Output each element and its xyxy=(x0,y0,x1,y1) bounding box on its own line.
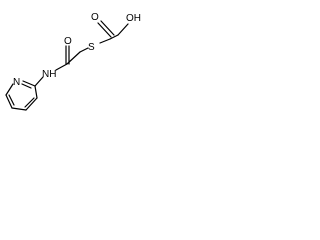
bond-carbonyl-ch2 xyxy=(66,51,81,65)
bond-ring-nh xyxy=(34,76,44,87)
atom-oh: OH xyxy=(126,13,141,24)
atom-nh: NH xyxy=(42,69,56,80)
atom-acid-oxygen: O xyxy=(91,12,99,23)
ring-double-bond xyxy=(21,83,32,89)
atom-ring-nitrogen: N xyxy=(13,77,20,88)
acid-double-bond xyxy=(100,20,115,36)
ring-bond xyxy=(34,85,38,99)
ring-double-bond xyxy=(8,94,15,106)
ring-double-bond xyxy=(24,97,35,108)
bond-acid-oh xyxy=(117,23,129,36)
ring-bond xyxy=(22,80,36,87)
bond-ch2-s xyxy=(79,47,89,53)
ring-bond xyxy=(5,83,14,96)
ring-bond xyxy=(11,107,27,111)
atom-sulfur: S xyxy=(88,42,95,53)
ring-bond xyxy=(25,97,38,111)
atom-amide-oxygen: O xyxy=(64,36,72,47)
ring-bond xyxy=(5,94,13,109)
side-chain xyxy=(34,20,129,87)
bond-ch2-acid xyxy=(109,34,119,40)
bond-nh-carbonyl xyxy=(55,63,68,71)
chemical-structure: OH O S O NH N xyxy=(5,12,141,111)
acid-double-bond xyxy=(97,22,112,38)
bond-s-ch2 xyxy=(99,38,111,44)
pyridine-ring xyxy=(5,80,38,111)
